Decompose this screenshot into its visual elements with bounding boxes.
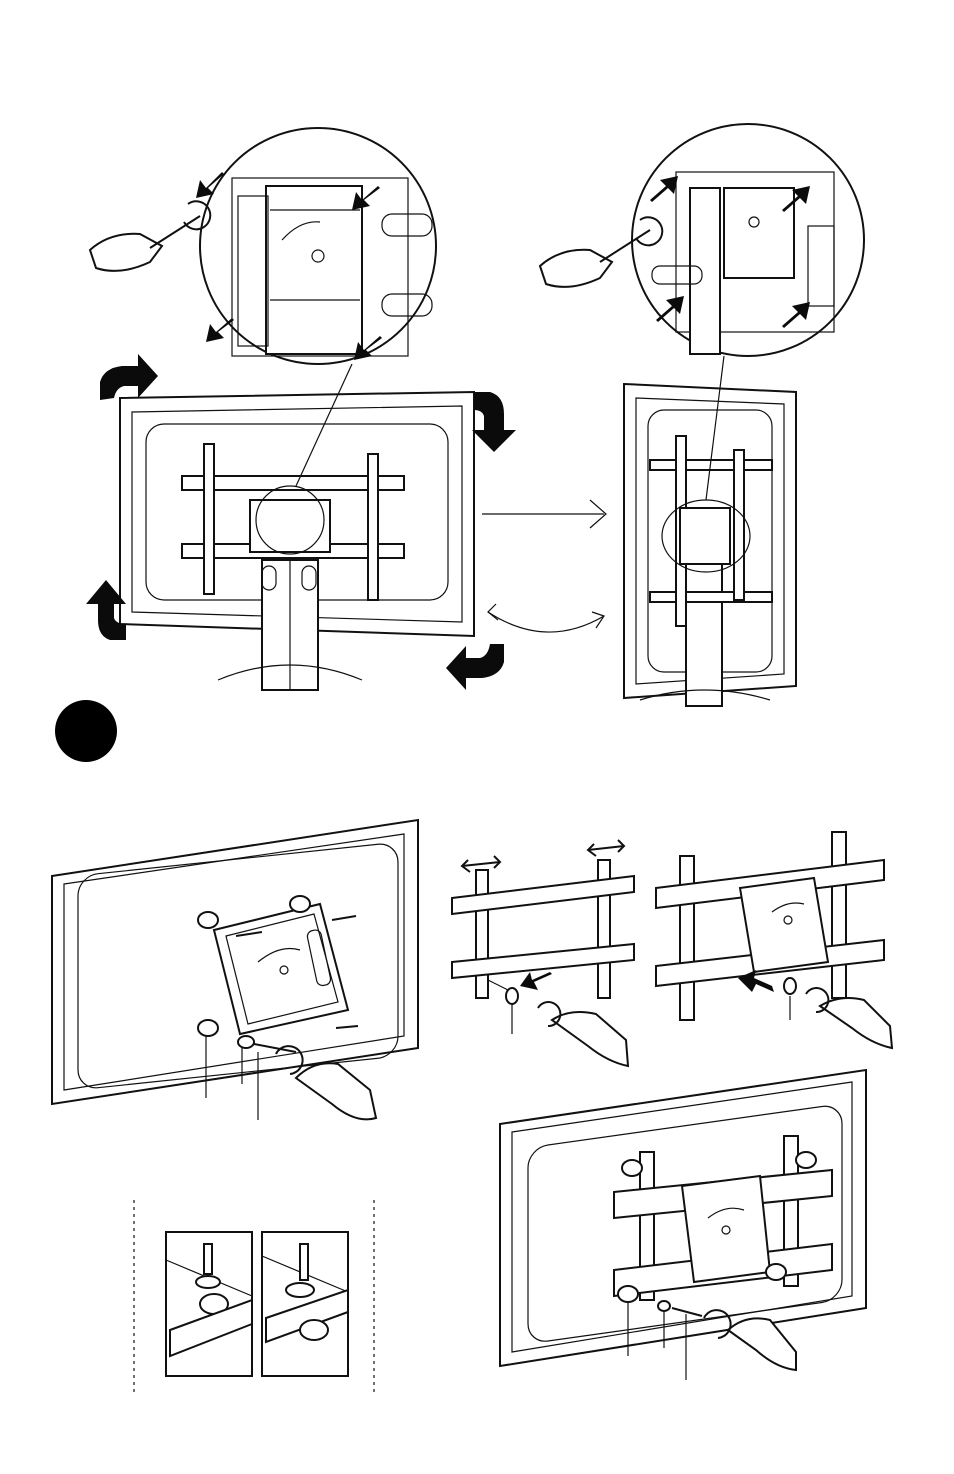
spacer-detail-figure (134, 1200, 374, 1396)
zoom-circle-landscape (200, 128, 436, 364)
adjust-arms-figure (452, 840, 634, 1066)
plate-on-arms-figure (656, 832, 892, 1048)
rotate-landscape-figure (86, 128, 516, 690)
final-assembly-figure (500, 1070, 866, 1380)
spacer-detail-panel-a (166, 1232, 252, 1376)
hand-screwdriver-icon (90, 201, 210, 271)
rotate-portrait-figure (540, 124, 864, 706)
hand-screwdriver-icon-4 (538, 1002, 628, 1066)
black-circle-step-marker (55, 700, 117, 762)
zoom-circle-portrait (632, 124, 864, 356)
transition-arrow (482, 500, 606, 632)
spacer-detail-panel-b (262, 1232, 348, 1376)
attach-bracket-figure (52, 820, 418, 1120)
hand-screwdriver-icon-5 (806, 988, 892, 1048)
